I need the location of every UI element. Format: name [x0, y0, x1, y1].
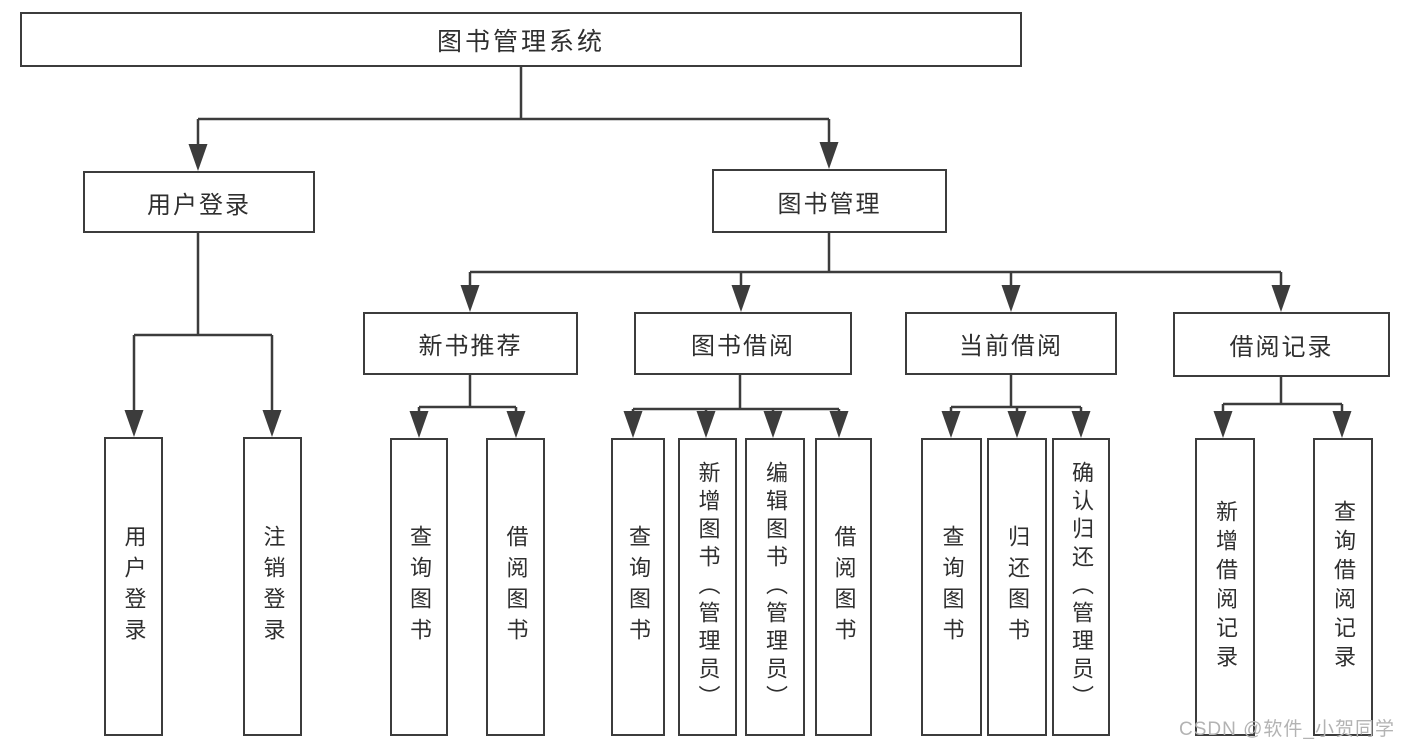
node-label: 当前借阅	[959, 333, 1063, 360]
node-return-books: 归还图书	[987, 438, 1047, 736]
node-user-login-action: 用户登录	[104, 437, 163, 736]
arrowheads	[124, 142, 1352, 438]
node-query-borrow-record: 查询借阅记录	[1313, 438, 1373, 736]
node-borrow-books-recommend: 借阅图书	[486, 438, 545, 736]
node-book-borrowing: 图书借阅	[634, 312, 852, 375]
node-new-book-recommend: 新书推荐	[363, 312, 578, 375]
csdn-watermark: CSDN @软件_小贺同学	[1179, 719, 1395, 740]
node-add-borrow-record: 新增借阅记录	[1195, 438, 1255, 736]
node-label: 编辑图书（管理员）	[763, 461, 788, 713]
node-label: 用户登录	[147, 191, 251, 219]
node-label: 查询借阅记录	[1331, 500, 1356, 674]
node-user-login: 用户登录	[83, 171, 315, 233]
node-label: 查询图书	[407, 525, 432, 649]
node-label: 注销登录	[260, 524, 286, 649]
node-borrow-books-borrowing: 借阅图书	[815, 438, 872, 736]
node-label: 用户登录	[121, 524, 147, 649]
node-label: 新增图书（管理员）	[695, 461, 721, 713]
node-label: 图书管理系统	[436, 27, 605, 56]
node-edit-books-admin: 编辑图书（管理员）	[745, 438, 805, 736]
node-label: 图书借阅	[691, 333, 795, 360]
node-label: 借阅图书	[503, 525, 529, 649]
node-label: 图书管理	[777, 190, 882, 218]
node-query-books-borrowing: 查询图书	[611, 438, 665, 736]
node-confirm-return-admin: 确认归还（管理员）	[1052, 438, 1110, 736]
node-label: 确认归还（管理员）	[1069, 461, 1094, 713]
node-label: 查询图书	[939, 525, 965, 649]
node-query-books-recommend: 查询图书	[390, 438, 448, 736]
node-label: 借阅记录	[1229, 334, 1334, 361]
node-library-management-system: 图书管理系统	[20, 12, 1022, 67]
node-borrowing-records: 借阅记录	[1173, 312, 1390, 377]
node-label: 新书推荐	[418, 333, 523, 360]
node-current-borrowing: 当前借阅	[905, 312, 1117, 375]
node-label: 借阅图书	[831, 525, 857, 649]
node-label: 归还图书	[1005, 525, 1030, 649]
node-book-management: 图书管理	[712, 169, 947, 233]
node-add-books-admin: 新增图书（管理员）	[678, 438, 737, 736]
node-query-books-current: 查询图书	[921, 438, 982, 736]
node-label: 新增借阅记录	[1213, 500, 1238, 674]
node-label: 查询图书	[626, 525, 651, 649]
node-logout-action: 注销登录	[243, 437, 302, 736]
